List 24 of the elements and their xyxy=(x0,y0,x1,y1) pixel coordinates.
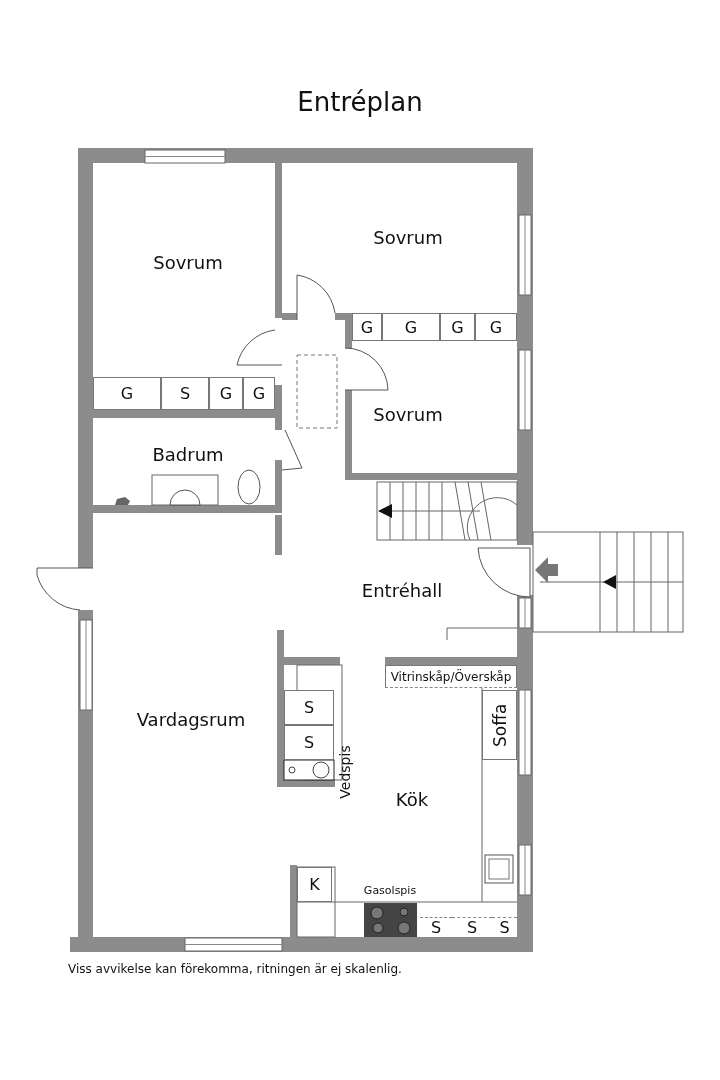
cabinet-label: S xyxy=(284,690,334,725)
disclaimer-note: Viss avvikelse kan förekomma, ritningen är ej skalenlig. xyxy=(68,963,402,975)
room-name: Sovrum xyxy=(153,254,223,272)
cabinet-label: G xyxy=(243,377,275,410)
cabinet-label: G xyxy=(209,377,243,410)
cabinet-label: G xyxy=(440,313,475,341)
room-name: Sovrum xyxy=(373,229,443,247)
room-name: Kök xyxy=(395,791,429,809)
hob-label: Gasolspis xyxy=(363,884,417,896)
cabinet-label: G xyxy=(93,377,161,410)
cabinet-label: K xyxy=(297,867,332,902)
cabinet-label: G xyxy=(382,313,440,341)
cabinet-label: S xyxy=(161,377,209,410)
stove-label: Vedspis xyxy=(338,745,352,799)
sofa-label: Soffa xyxy=(482,690,517,760)
room-name: Badrum xyxy=(152,446,224,464)
cabinet-label: S xyxy=(284,725,334,760)
cabinet-label: Vitrinskåp/Överskåp xyxy=(385,665,517,688)
room-name: Sovrum xyxy=(373,406,443,424)
cabinet-label: G xyxy=(352,313,382,341)
room-name: Vardagsrum xyxy=(136,711,246,729)
room-name: Entréhall xyxy=(361,582,443,600)
cabinet-label: G xyxy=(475,313,517,341)
plan-title: Entréplan xyxy=(297,89,423,115)
